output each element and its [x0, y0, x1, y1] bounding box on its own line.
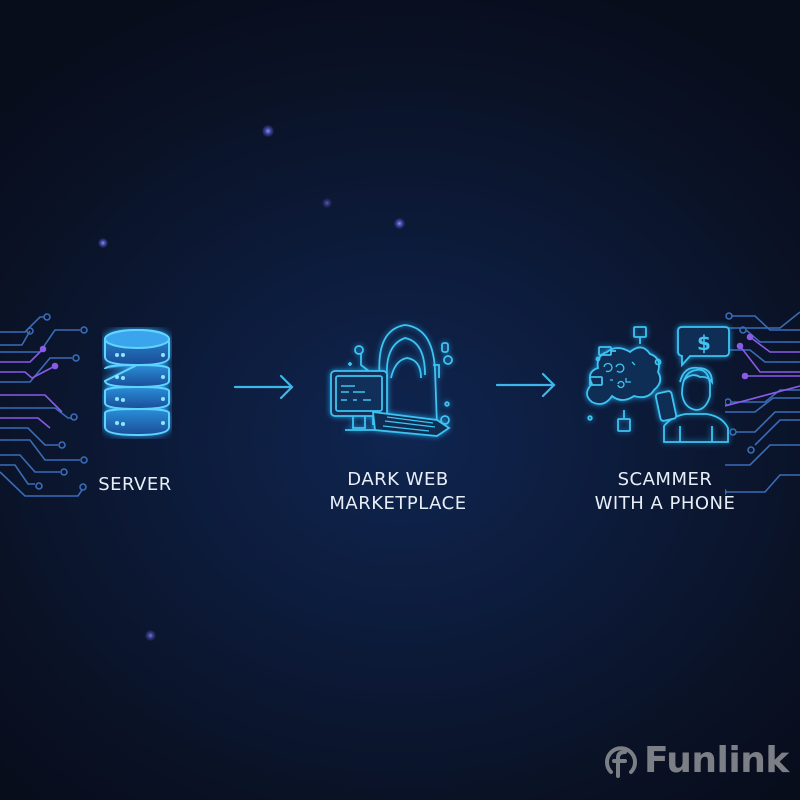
- glow-particle: [145, 630, 156, 641]
- funlink-watermark: Funlink: [602, 740, 789, 781]
- person-phone-money-icon: $: [586, 326, 730, 443]
- brand-name: Funlink: [644, 740, 789, 781]
- funlink-logo-icon: [605, 745, 637, 778]
- circuit-traces-left: [0, 313, 88, 497]
- circuit-traces-right: [725, 311, 800, 496]
- dark-web-label: DARK WEB MARKETPLACE: [329, 469, 467, 514]
- glow-particle: [98, 238, 108, 248]
- arrow-right-icon: [233, 374, 294, 400]
- stage-server: [102, 327, 172, 439]
- svg-text:$: $: [697, 331, 711, 355]
- server-label: SERVER: [98, 474, 172, 495]
- hooded-hacker-computer-icon: [330, 324, 453, 437]
- stage-scammer: $: [582, 322, 732, 444]
- stage-dark-web: [325, 320, 460, 440]
- database-server-icon: [103, 328, 170, 437]
- arrow-right-icon: [495, 372, 556, 398]
- glow-particle: [262, 125, 274, 137]
- scammer-label: SCAMMER WITH A PHONE: [594, 469, 736, 514]
- glow-particle: [394, 218, 405, 229]
- glow-particle: [322, 198, 332, 208]
